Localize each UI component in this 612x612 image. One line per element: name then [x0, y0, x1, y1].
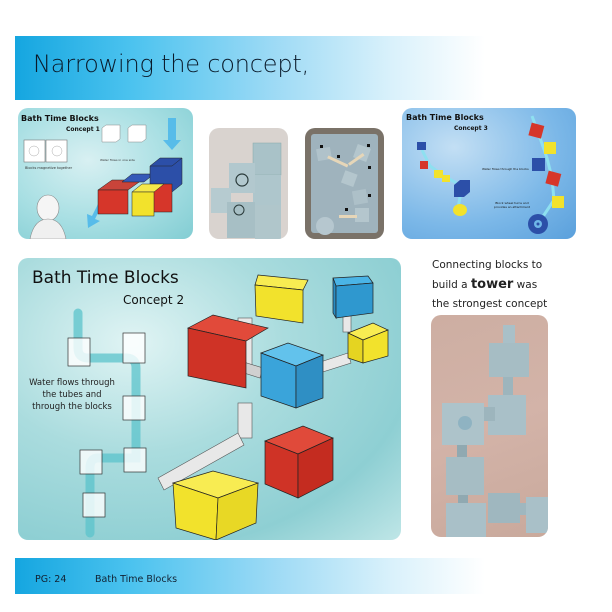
emphasis-word: tower	[470, 277, 514, 292]
water-tube-path	[67, 308, 147, 538]
blue-center-block	[259, 342, 324, 409]
concept-2-title: Bath Time Blocks	[32, 268, 179, 288]
prototype-photo-tray	[305, 128, 384, 239]
concept-3-note-water: Water flows through the blocks	[482, 167, 529, 171]
concept-2-caption: Water flows through the tubes and throug…	[28, 377, 116, 413]
conclusion-caption: Connecting blocks to build a tower was t…	[432, 256, 582, 314]
connected-chain-right	[528, 115, 564, 234]
concept-3-subtitle: Concept 3	[454, 125, 488, 132]
concept-3-title: Bath Time Blocks	[406, 113, 484, 122]
block-stack	[97, 157, 183, 217]
concept-2-illustration	[67, 274, 389, 540]
caption-line: the tubes and	[42, 390, 102, 400]
concept-1-sketch: Bath Time Blocks Concept 1 Blocks magnet…	[18, 108, 193, 239]
concept-2-subtitle: Concept 2	[123, 293, 185, 307]
connector-peg	[237, 402, 253, 439]
connected-chain-left	[417, 142, 470, 216]
footer-title: Bath Time Blocks	[95, 574, 178, 585]
concept-3-sketch: Bath Time Blocks Concept 3 Water flows t…	[402, 108, 576, 239]
red-block	[264, 425, 334, 499]
prototype-photo-tower	[431, 315, 548, 537]
yellow-block	[171, 470, 260, 540]
magnet-block-pair	[23, 139, 68, 163]
concept-3-illustration	[417, 115, 564, 234]
yellow-block	[347, 322, 389, 364]
caption-line-3: the strongest concept	[432, 298, 548, 310]
concept-1-illustration	[23, 118, 183, 239]
tower-photo	[442, 325, 548, 537]
water-out-arrow	[87, 204, 101, 228]
concept-1-subtitle: Concept 1	[66, 126, 100, 133]
footer-banner: PG: 24 Bath Time Blocks	[15, 558, 485, 594]
concept-3-note-wheel: Block wheel turns and provides an attach…	[494, 201, 530, 209]
concept-1-note: Water flows in one side	[100, 158, 135, 162]
caption-line: through the blocks	[32, 402, 112, 412]
tray-photo	[311, 134, 378, 235]
caption-text: build a	[432, 279, 471, 291]
title-banner: Narrowing the concept,	[15, 36, 485, 100]
concept-2-sketch: Bath Time Blocks Concept 2 Water flows t…	[18, 258, 401, 540]
outline-blocks	[101, 124, 147, 143]
caption-line-2: build a tower was	[432, 275, 582, 295]
blue-block	[332, 275, 374, 320]
connector-peg	[157, 432, 245, 491]
concept-1-title: Bath Time Blocks	[21, 114, 99, 123]
stacked-blocks-photo	[211, 142, 282, 239]
connected-blocks-tower	[157, 274, 389, 540]
water-in-arrow	[163, 118, 181, 150]
red-block	[186, 314, 269, 389]
caption-text: was	[513, 279, 538, 291]
caption-line: Water flows through	[29, 378, 115, 388]
concept-1-caption: Blocks magnetize together	[25, 166, 73, 170]
caption-line-1: Connecting blocks to	[432, 259, 543, 271]
page-title: Narrowing the concept,	[33, 50, 310, 78]
yellow-block	[254, 274, 309, 324]
child-sketch	[29, 194, 67, 239]
prototype-photo-stacked-blocks	[209, 128, 288, 239]
page-number: PG: 24	[35, 574, 67, 585]
